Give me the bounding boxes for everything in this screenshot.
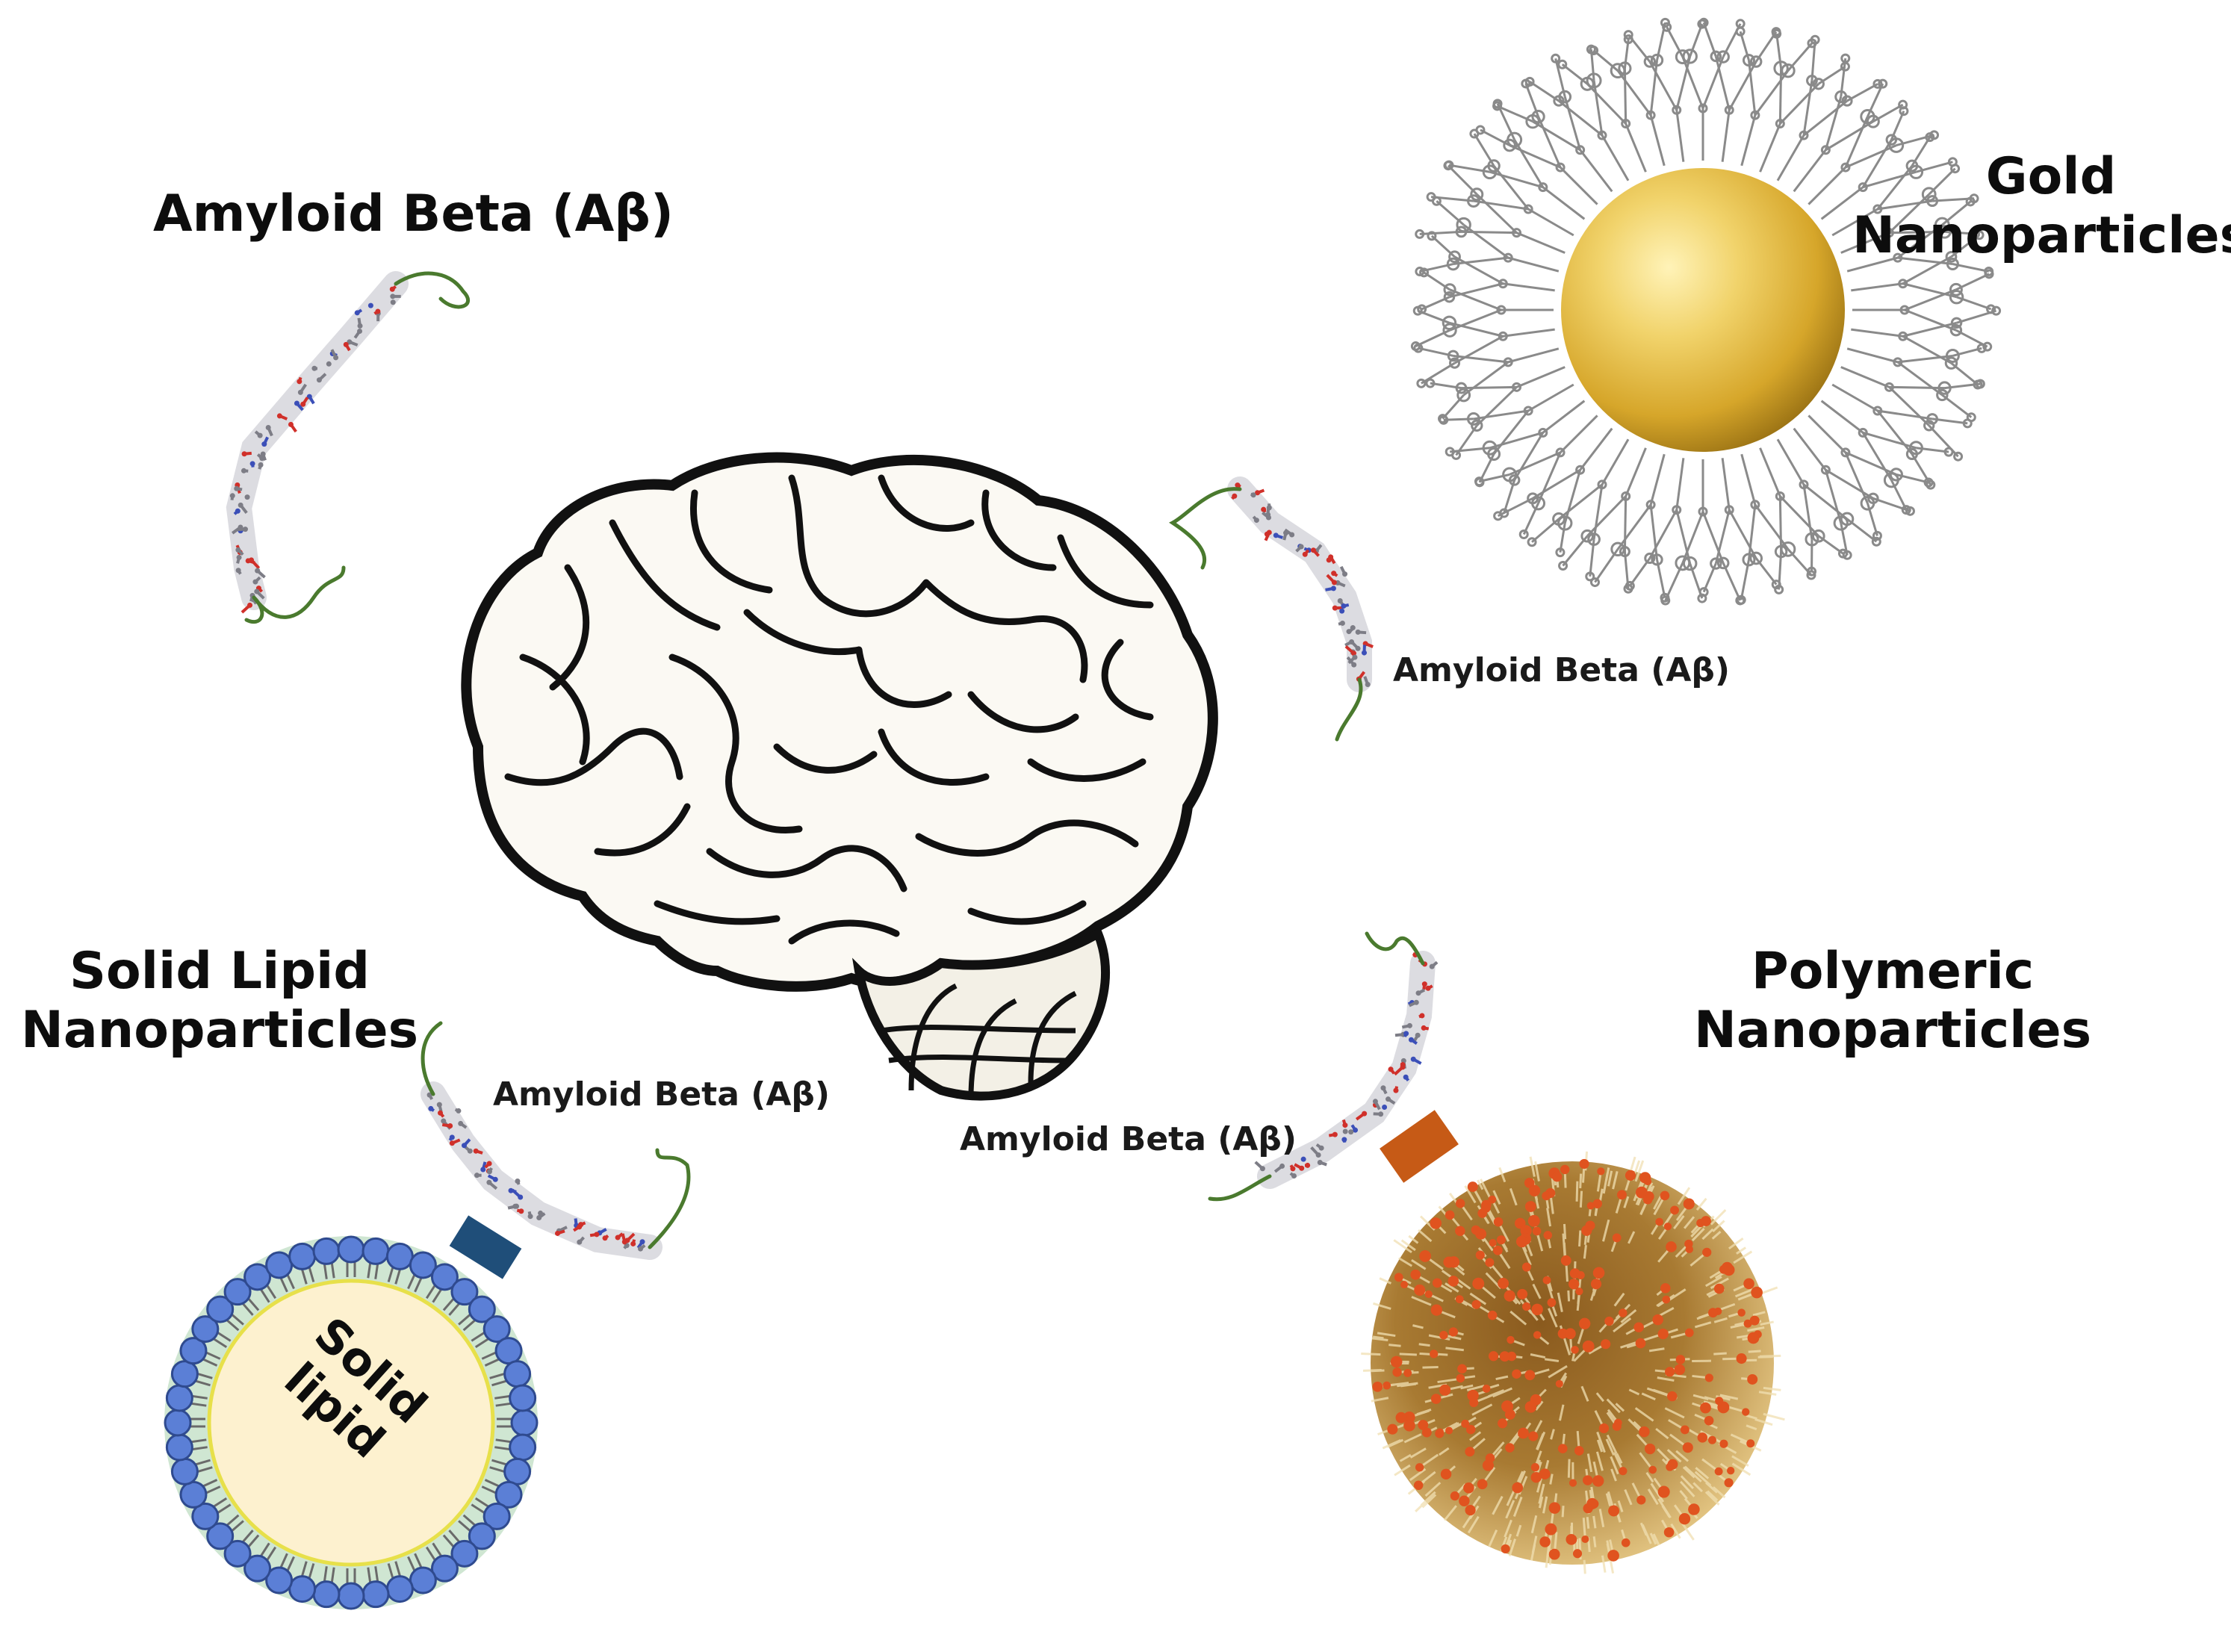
gold-nanoparticles-label: Gold Nanoparticles <box>1852 148 2231 266</box>
polymeric-nanoparticles-label: Polymeric Nanoparticles <box>1694 943 2091 1061</box>
amyloid-peptide-icon <box>230 273 468 622</box>
polymeric-nanoparticle-icon <box>1361 1110 1784 1574</box>
gold-sphere <box>1561 168 1845 452</box>
amyloid-beta-sln-label: Amyloid Beta (Aβ) <box>493 1075 830 1114</box>
polymer-linker <box>1380 1110 1459 1182</box>
amyloid-beta-polymeric-label: Amyloid Beta (Aβ) <box>960 1120 1297 1158</box>
amyloid-beta-gold-label: Amyloid Beta (Aβ) <box>1393 651 1730 689</box>
amyloid-peptide-icon <box>423 1023 689 1252</box>
amyloid-beta-title: Amyloid Beta (Aβ) <box>153 185 674 244</box>
brain-icon <box>466 458 1213 1098</box>
sln-linker <box>450 1215 522 1279</box>
gold-nanoparticle-icon <box>1412 19 1999 604</box>
solid-lipid-nanoparticles-label: Solid Lipid Nanoparticles <box>21 943 418 1061</box>
